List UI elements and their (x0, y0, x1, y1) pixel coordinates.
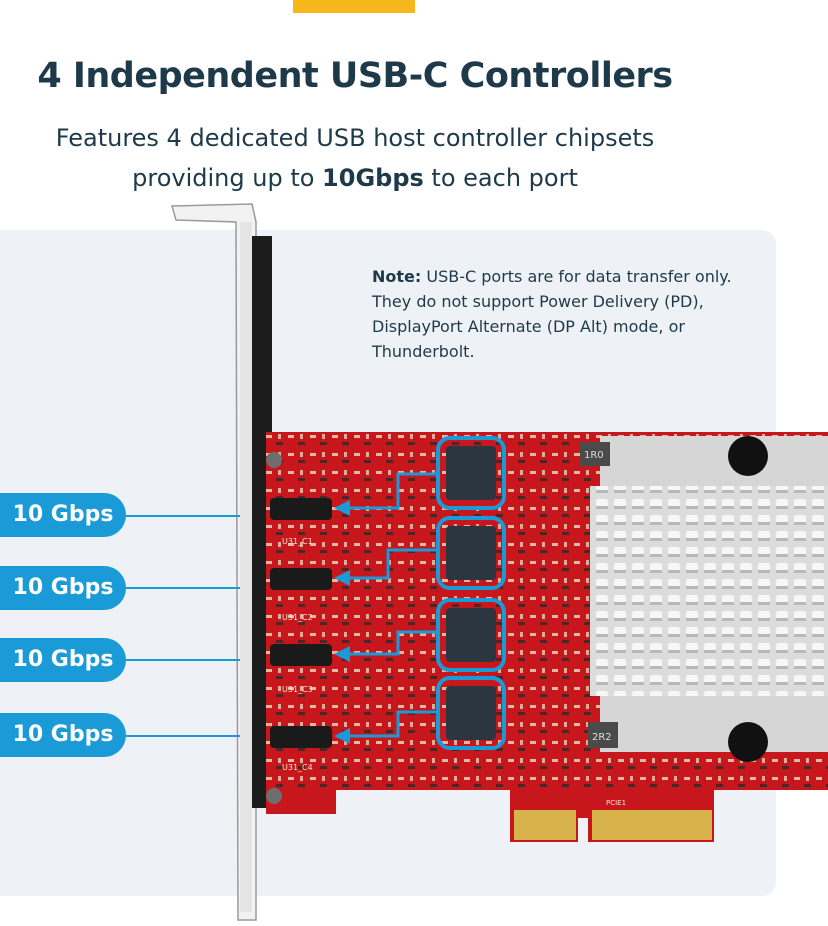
controller-chip-2 (436, 516, 506, 590)
inductor-1r0 (580, 442, 610, 466)
speed-label-port-4: 10 Gbps (0, 713, 126, 757)
note-text: Note: USB-C ports are for data transfer … (372, 264, 752, 364)
pcie-silkscreen: PCIE1 (606, 799, 626, 807)
speed-leader-line (126, 587, 240, 589)
speed-leader-line (126, 659, 240, 661)
speed-leader-line (126, 515, 240, 517)
port-4-silk: U31_C4 (282, 763, 313, 772)
subtitle-line-2: providing up to 10Gbps to each port (0, 158, 710, 198)
inductor-2r2 (588, 722, 618, 748)
controller-chip-3 (436, 598, 506, 672)
pcie-gold-contacts: PCIE1 (514, 799, 712, 840)
subtitle-tail: to each port (423, 164, 578, 192)
controller-chip-4 (436, 676, 506, 750)
note-body: USB-C ports are for data transfer only. … (372, 267, 732, 361)
port-2-silk: U31_C2 (282, 613, 313, 622)
inductor-2r2-label: 2R2 (592, 732, 612, 743)
page-subtitle: Features 4 dedicated USB host controller… (0, 118, 710, 198)
speed-label-port-3: 10 Gbps (0, 638, 126, 682)
arrow-heads (334, 500, 350, 744)
accent-bar (293, 0, 415, 13)
signal-arrows (346, 472, 438, 738)
note-label: Note: (372, 267, 422, 286)
subtitle-line-1: Features 4 dedicated USB host controller… (55, 124, 655, 152)
speed-label-port-2: 10 Gbps (0, 566, 126, 610)
port-silkscreen: U31_C1 U31_C2 U31_C3 U31_C4 (282, 537, 313, 772)
subtitle-text: providing up to (132, 164, 323, 192)
port-1-silk: U31_C1 (282, 537, 313, 546)
usb-c-ports (270, 498, 332, 748)
heatsink (590, 436, 828, 762)
metal-bracket (171, 203, 272, 921)
controller-chip-1 (436, 436, 506, 510)
subtitle-bold-speed: 10Gbps (322, 164, 424, 192)
speed-label-port-1: 10 Gbps (0, 493, 126, 537)
page-title: 4 Independent USB-C Controllers (37, 56, 673, 96)
inductor-1r0-label: 1R0 (584, 450, 604, 461)
port-3-silk: U31_C3 (282, 685, 313, 694)
speed-leader-line (126, 735, 240, 737)
